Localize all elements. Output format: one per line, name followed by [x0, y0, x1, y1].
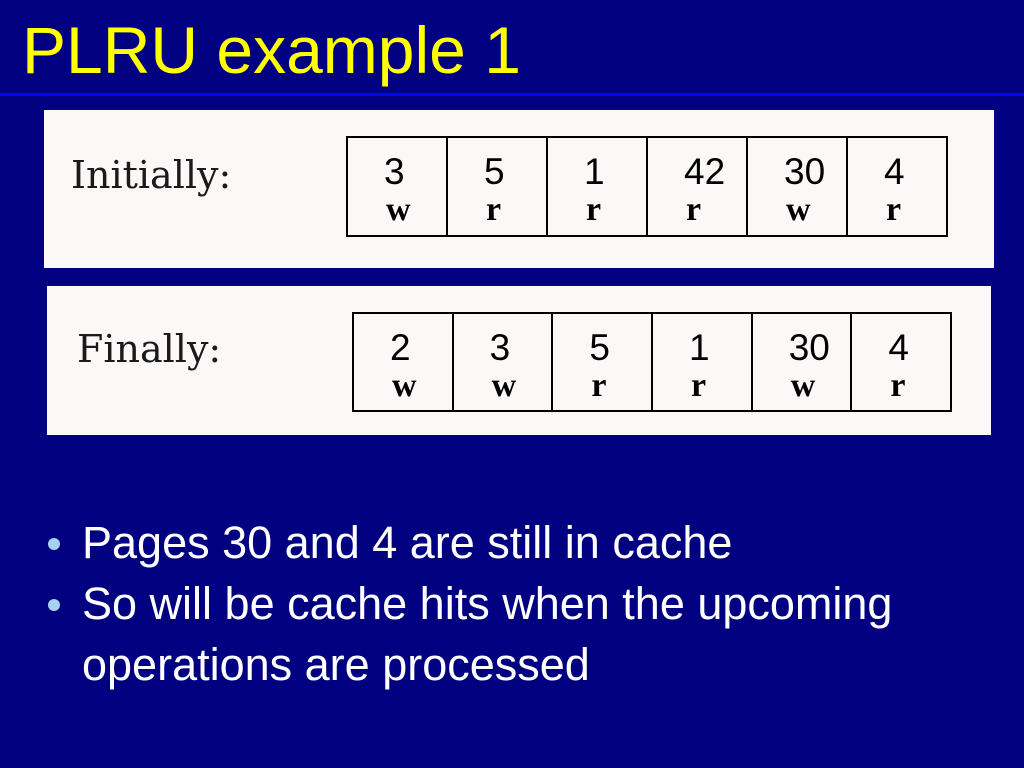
access-mode: w — [786, 191, 811, 228]
access-mode: r — [586, 191, 602, 228]
slide-title: PLRU example 1 — [22, 13, 521, 87]
cache-slot: 1 r — [651, 314, 751, 410]
cache-slot: 3 w — [348, 138, 446, 235]
cache-slot: 2 w — [354, 314, 452, 410]
page-number: 2 — [390, 327, 411, 368]
bullet-text: Pages 30 and 4 are still in cache — [82, 517, 733, 568]
access-mode: r — [686, 191, 702, 228]
access-mode: w — [386, 191, 411, 228]
access-mode: r — [691, 367, 707, 404]
access-mode: r — [890, 367, 906, 404]
bullet-dot-icon — [48, 538, 60, 550]
page-number: 3 — [489, 327, 511, 368]
access-mode: w — [392, 367, 417, 404]
cache-slot: 3 w — [451, 314, 552, 410]
access-mode: w — [491, 367, 517, 404]
page-number: 30 — [784, 151, 826, 192]
bullet-text: So will be cache hits when the upcoming … — [82, 578, 893, 690]
final-state-panel: Finally: 2 w 3 w 5 r 1 r 30 w 4 r — [47, 286, 991, 435]
title-divider — [0, 93, 1024, 96]
page-number: 1 — [584, 151, 605, 192]
page-number: 1 — [689, 327, 710, 368]
bullet-item: Pages 30 and 4 are still in cache — [48, 512, 1008, 573]
page-number: 5 — [484, 151, 505, 192]
cache-slot: 30 w — [750, 314, 851, 410]
bullet-dot-icon — [48, 599, 60, 611]
page-number: 3 — [384, 151, 405, 192]
initial-state-label: Initially: — [71, 153, 232, 197]
page-number: 4 — [888, 327, 909, 368]
initial-cache-row: 3 w 5 r 1 r 42 r 30 w 4 r — [346, 136, 948, 237]
final-state-label: Finally: — [77, 327, 222, 371]
cache-slot: 4 r — [846, 138, 946, 235]
access-mode: r — [886, 191, 902, 228]
cache-slot: 5 r — [551, 314, 651, 410]
page-number: 4 — [884, 151, 905, 192]
final-cache-row: 2 w 3 w 5 r 1 r 30 w 4 r — [352, 312, 952, 412]
bullet-item: So will be cache hits when the upcoming … — [48, 573, 1008, 695]
cache-slot: 30 w — [746, 138, 846, 235]
page-number: 30 — [788, 327, 830, 368]
access-mode: r — [486, 191, 502, 228]
page-number: 42 — [684, 151, 726, 192]
cache-slot: 42 r — [646, 138, 746, 235]
initial-state-panel: Initially: 3 w 5 r 1 r 42 r 30 w 4 r — [44, 110, 994, 268]
cache-slot: 5 r — [446, 138, 546, 235]
access-mode: w — [790, 367, 816, 404]
cache-slot: 4 r — [850, 314, 950, 410]
page-number: 5 — [589, 327, 610, 368]
bullet-list: Pages 30 and 4 are still in cache So wil… — [48, 512, 1008, 695]
cache-slot: 1 r — [546, 138, 646, 235]
access-mode: r — [591, 367, 607, 404]
